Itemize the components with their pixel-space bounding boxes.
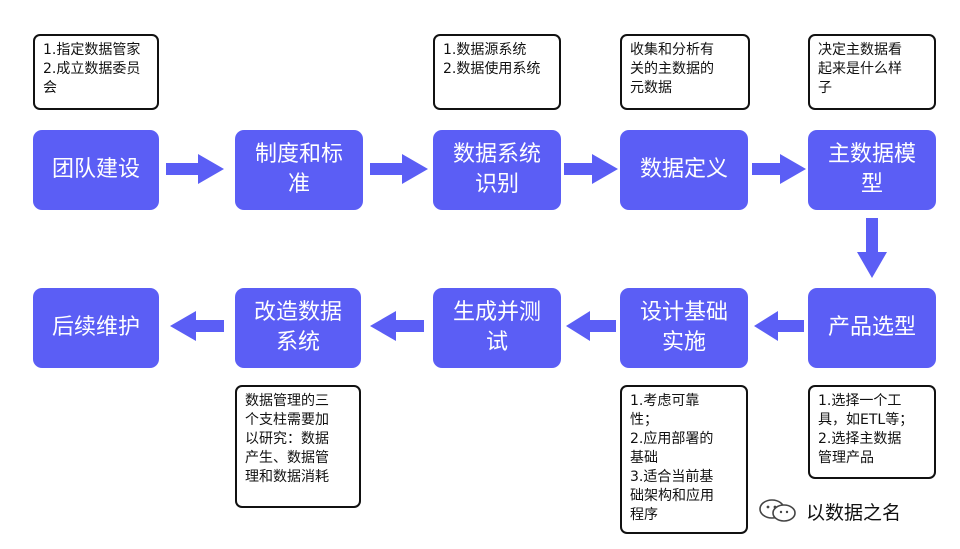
step-policy-standards: 制度和标 准 bbox=[235, 130, 363, 210]
note-product-selection: 1.选择一个工 具，如ETL等； 2.选择主数据 管理产品 bbox=[808, 385, 936, 479]
arrow-left-icon bbox=[370, 311, 424, 341]
step-team-building: 团队建设 bbox=[33, 130, 159, 210]
watermark-text: 以数据之名 bbox=[806, 501, 902, 524]
step-master-data-model: 主数据模 型 bbox=[808, 130, 936, 210]
step-infrastructure-implementation: 设计基础 实施 bbox=[620, 288, 748, 368]
arrow-left-icon bbox=[754, 311, 804, 341]
arrow-left-icon bbox=[170, 311, 224, 341]
arrow-right-icon bbox=[370, 154, 428, 184]
arrow-right-icon bbox=[564, 154, 618, 184]
step-generate-and-test: 生成并测 试 bbox=[433, 288, 561, 368]
note-transform-system: 数据管理的三 个支柱需要加 以研究：数据 产生、数据管 理和数据消耗 bbox=[235, 385, 361, 508]
note-infrastructure: 1.考虑可靠 性； 2.应用部署的 基础 3.适合当前基 础架构和应用 程序 bbox=[620, 385, 748, 534]
step-product-selection: 产品选型 bbox=[808, 288, 936, 368]
arrow-right-icon bbox=[166, 154, 224, 184]
arrow-down-icon bbox=[857, 218, 887, 278]
step-transform-system: 改造数据 系统 bbox=[235, 288, 361, 368]
watermark: 以数据之名 bbox=[758, 498, 901, 524]
step-data-definition: 数据定义 bbox=[620, 130, 748, 210]
arrow-left-icon bbox=[566, 311, 616, 341]
wechat-icon bbox=[759, 499, 796, 522]
arrow-right-icon bbox=[752, 154, 806, 184]
step-system-identification: 数据系统 识别 bbox=[433, 130, 561, 210]
note-data-definition: 收集和分析有 关的主数据的 元数据 bbox=[620, 34, 750, 110]
note-system-identification: 1.数据源系统 2.数据使用系统 bbox=[433, 34, 561, 110]
step-maintenance: 后续维护 bbox=[33, 288, 159, 368]
note-master-data-model: 决定主数据看 起来是什么样 子 bbox=[808, 34, 936, 110]
note-team: 1.指定数据管家 2.成立数据委员 会 bbox=[33, 34, 159, 110]
